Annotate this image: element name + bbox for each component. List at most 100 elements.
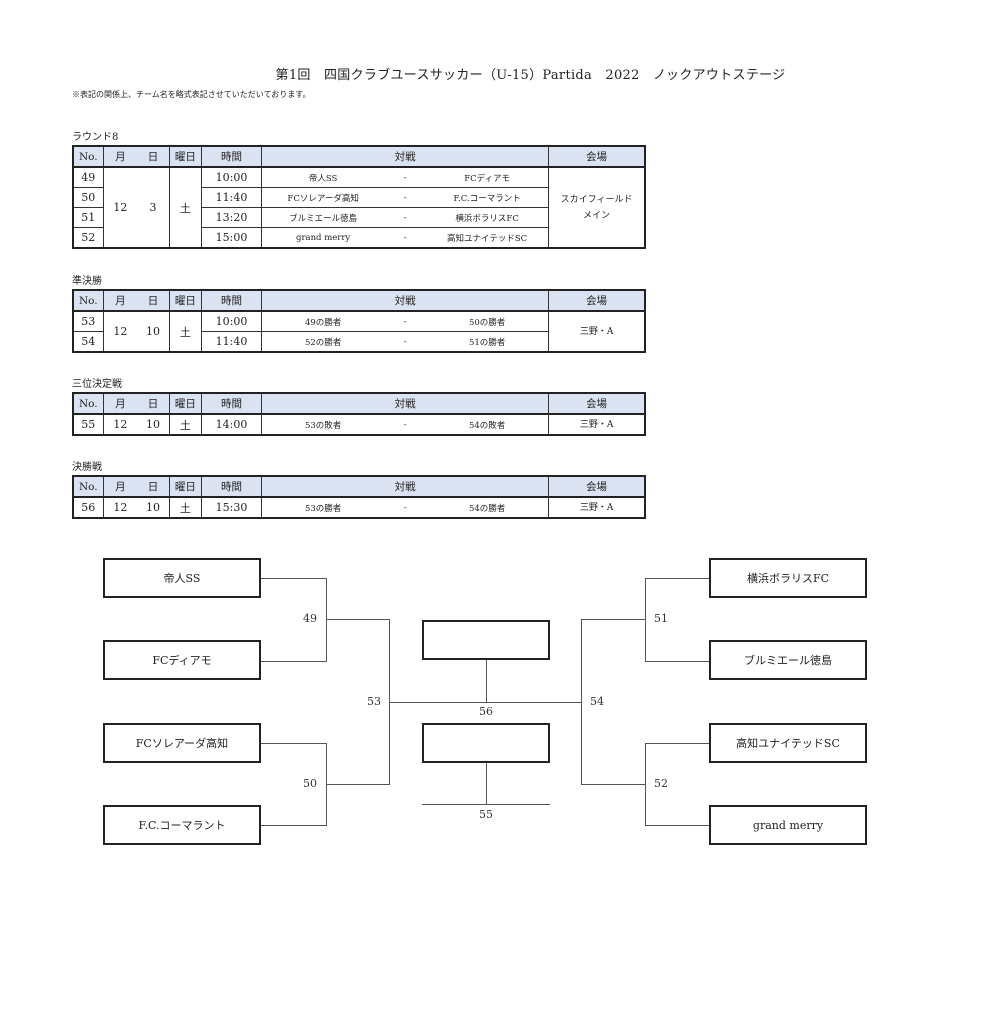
bracket-line — [389, 619, 390, 784]
away-team: FCディアモ — [464, 173, 511, 184]
header-month: 月 — [102, 145, 138, 168]
weekday-cell: 土 — [168, 166, 202, 249]
table-header-row: No. 月 日 曜日 時間 対戦 会場 — [72, 289, 646, 312]
home-team: ブルミエール徳島 — [289, 213, 358, 224]
match-number-54: 54 — [590, 695, 604, 708]
bracket-team-box: grand merry — [709, 805, 867, 845]
bracket-team-box: FCソレアーダ高知 — [103, 723, 261, 763]
third-place-box — [422, 723, 550, 763]
vs-dash: - — [403, 336, 407, 347]
section-label-third-place: 三位決定戦 — [72, 379, 122, 390]
match-cell: 53の勝者 - 54の勝者 — [261, 496, 550, 519]
match-cell: FCソレアーダ高知 - F.C.コーマラント — [261, 187, 550, 208]
bracket-team-box: 高知ユナイテッドSC — [709, 723, 867, 763]
month-cell: 12 — [103, 310, 138, 353]
round8-table: No. 月 日 曜日 時間 対戦 会場 49 12 3 土 10:00 帝人SS… — [72, 145, 646, 249]
weekday-cell: 土 — [168, 310, 202, 353]
away-team: 54の敗者 — [468, 420, 506, 431]
bracket-line — [581, 619, 645, 620]
header-month: 月 — [102, 392, 138, 415]
bracket-line — [581, 784, 645, 785]
abbreviation-note: ※表記の関係上、チーム名を略式表記させていただいております。 — [72, 90, 311, 99]
header-weekday: 曜日 — [168, 392, 202, 415]
day-cell: 10 — [137, 310, 170, 353]
vs-dash: - — [403, 172, 407, 183]
match-no: 52 — [72, 227, 104, 249]
home-team: 52の勝者 — [304, 337, 342, 348]
header-day: 日 — [137, 392, 170, 415]
semifinal-table: No. 月 日 曜日 時間 対戦 会場 53 12 10 土 10:00 49の… — [72, 289, 646, 353]
away-team: 51の勝者 — [468, 337, 506, 348]
section-label-semifinal: 準決勝 — [72, 276, 102, 287]
bracket-line — [261, 578, 327, 579]
home-team: 53の勝者 — [304, 503, 342, 514]
match-number-56: 56 — [479, 705, 493, 718]
header-venue: 会場 — [548, 145, 646, 168]
header-month: 月 — [102, 475, 138, 498]
time-cell: 14:00 — [200, 413, 263, 436]
final-table: No. 月 日 曜日 時間 対戦 会場 56 12 10 土 15:30 53の… — [72, 475, 646, 519]
day-cell: 10 — [137, 496, 170, 519]
table-header-row: No. 月 日 曜日 時間 対戦 会場 — [72, 392, 646, 415]
bracket-line — [261, 661, 327, 662]
match-cell: 53の敗者-54の敗者 — [261, 413, 550, 436]
away-team: 横浜ボラリスFC — [455, 213, 519, 224]
header-venue: 会場 — [548, 289, 646, 312]
match-number-50: 50 — [303, 777, 317, 790]
venue-line-2: メイン — [583, 210, 611, 221]
page-title: 第1回 四国クラブユースサッカー（U-15）Partida 2022 ノックアウ… — [275, 68, 786, 83]
table-row: 52 15:00 grand merry-高知ユナイテッドSC — [72, 227, 645, 249]
match-number-55: 55 — [479, 808, 493, 821]
section-label-round8: ラウンド8 — [72, 132, 119, 143]
table-row: 50 11:40 FCソレアーダ高知-F.C.コーマラント — [72, 187, 645, 208]
away-team: 50の勝者 — [468, 317, 506, 328]
weekday-cell: 土 — [168, 496, 202, 519]
header-no: No. — [72, 392, 104, 415]
header-match: 対戦 — [261, 289, 550, 312]
table-row: 51 13:20 ブルミエール徳島 - 横浜ボラリスFC — [72, 207, 645, 228]
day-cell: 10 — [137, 413, 170, 436]
weekday-cell: 土 — [168, 413, 202, 436]
header-no: No. — [72, 145, 104, 168]
bracket-line — [261, 743, 327, 744]
header-no: No. — [72, 289, 104, 312]
vs-dash: - — [403, 232, 407, 243]
vs-dash: - — [403, 212, 407, 223]
away-team: 54の勝者 — [468, 503, 506, 514]
away-team: F.C.コーマラント — [453, 193, 521, 204]
venue-line-1: スカイフィールド — [560, 194, 633, 205]
bracket-line — [326, 619, 390, 620]
home-team: FCソレアーダ高知 — [287, 193, 359, 204]
home-team: 帝人SS — [308, 173, 338, 184]
venue-cell: スカイフィールドメイン — [548, 166, 646, 249]
time-cell: 13:20 — [200, 207, 263, 228]
bracket-line — [645, 578, 646, 661]
vs-dash: - — [403, 192, 407, 203]
bracket-line — [389, 702, 582, 703]
header-time: 時間 — [200, 289, 263, 312]
venue-cell: 三野・A — [548, 310, 646, 353]
bracket-line — [581, 619, 582, 784]
header-time: 時間 — [200, 392, 263, 415]
bracket-team-box: FCディアモ — [103, 640, 261, 680]
bracket-line — [486, 763, 487, 805]
time-cell: 15:30 — [200, 496, 263, 519]
match-no: 51 — [72, 207, 104, 228]
header-venue: 会場 — [548, 392, 646, 415]
bracket-line — [645, 743, 646, 825]
vs-dash: - — [403, 502, 407, 513]
table-header-row: No. 月 日 曜日 時間 対戦 会場 — [72, 145, 646, 168]
time-cell: 15:00 — [200, 227, 263, 249]
third-place-table: No. 月 日 曜日 時間 対戦 会場 55 12 10 土 14:00 53の… — [72, 392, 646, 436]
bracket-line — [645, 578, 709, 579]
match-number-53: 53 — [367, 695, 381, 708]
section-label-final: 決勝戦 — [72, 462, 102, 473]
table-row: 55 12 10 土 14:00 53の敗者-54の敗者 三野・A — [72, 413, 646, 436]
match-no: 55 — [72, 413, 104, 436]
match-no: 49 — [72, 166, 104, 188]
bracket-team-box: 帝人SS — [103, 558, 261, 598]
match-number-49: 49 — [303, 612, 317, 625]
venue-cell: 三野・A — [548, 413, 646, 436]
day-cell: 3 — [137, 166, 170, 249]
